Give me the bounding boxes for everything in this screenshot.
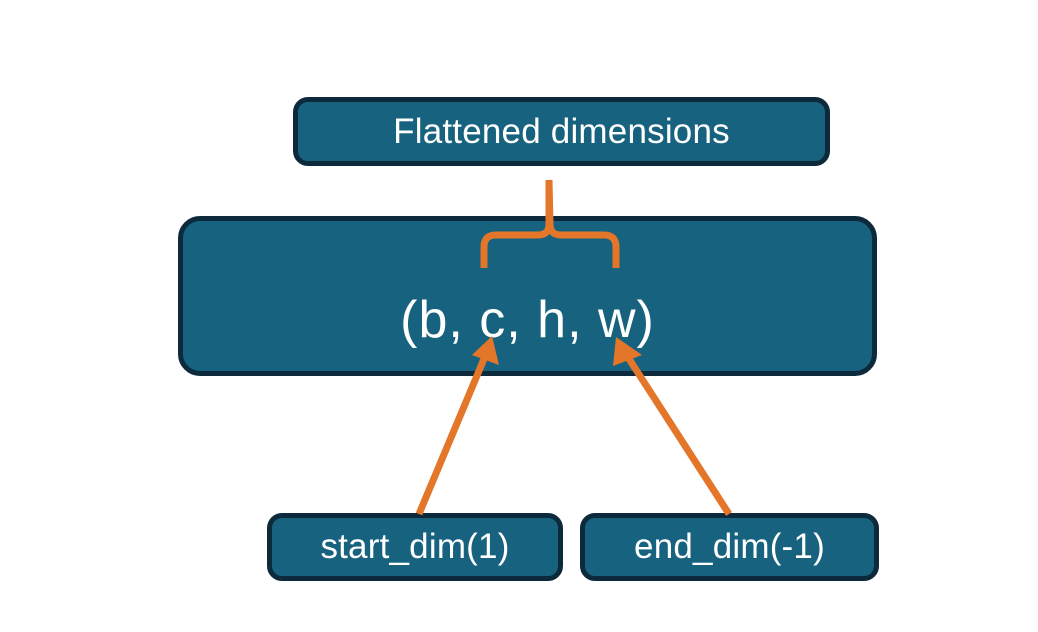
node-tensor-shape-tuple-label: (b, c, h, w) (400, 291, 655, 349)
node-end-dim-label: end_dim(-1) (634, 527, 825, 566)
node-start-dim: start_dim(1) (267, 513, 563, 581)
node-flattened-dimensions-label: Flattened dimensions (393, 111, 730, 151)
node-tensor-shape-tuple: (b, c, h, w) (178, 216, 877, 376)
node-start-dim-label: start_dim(1) (320, 527, 510, 566)
node-end-dim: end_dim(-1) (580, 513, 879, 581)
node-flattened-dimensions: Flattened dimensions (293, 97, 830, 166)
